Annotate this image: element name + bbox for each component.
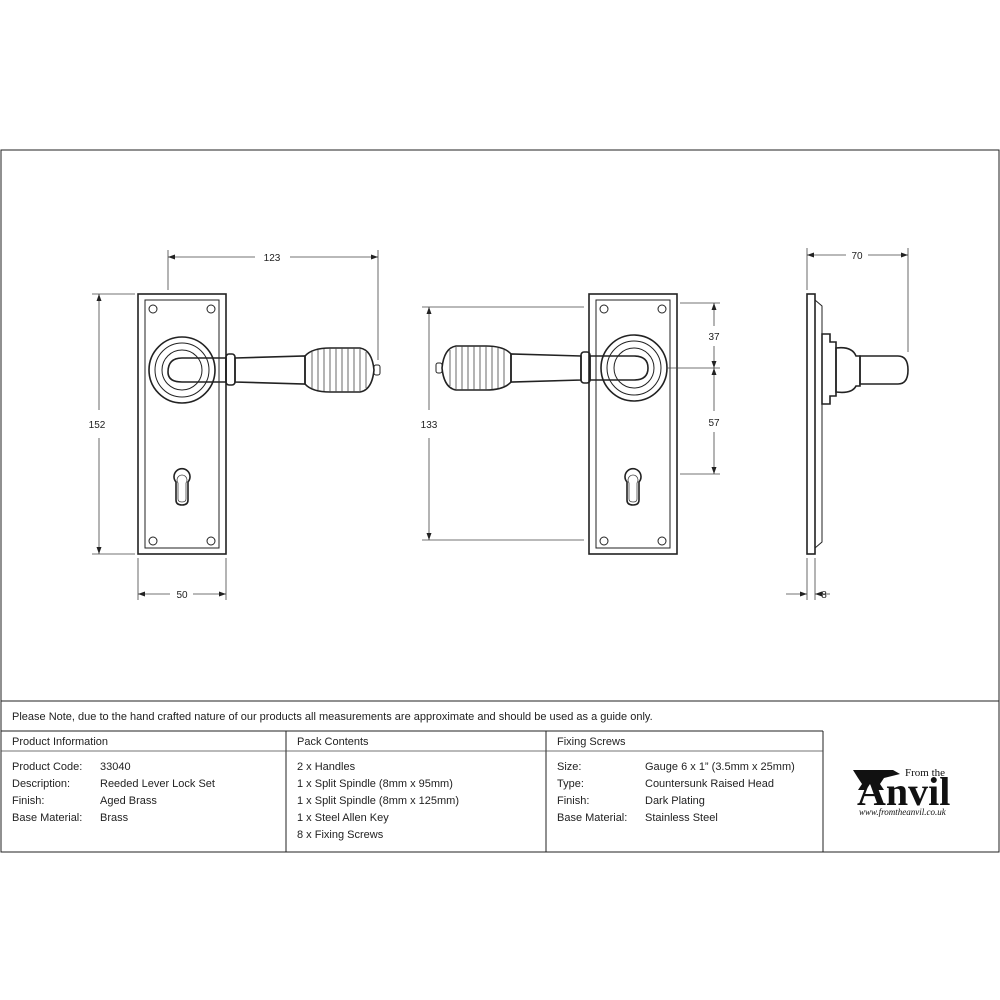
- product-code-value: 33040: [100, 761, 131, 773]
- brand-from-the: From the: [905, 767, 945, 779]
- dim-side-projection: 70: [851, 251, 863, 262]
- lever-tip: [373, 364, 381, 376]
- lever-collar: [225, 353, 236, 386]
- rose-inner: [161, 349, 203, 391]
- backplate-outer: [588, 293, 678, 555]
- rose-mid: [606, 340, 662, 396]
- rose-outer: [600, 334, 668, 402]
- brand-url: www.fromtheanvil.co.uk: [859, 807, 947, 817]
- reeding-lines: [311, 348, 367, 392]
- pack-item: 1 x Steel Allen Key: [297, 812, 389, 824]
- drawing-border: [0, 149, 1000, 853]
- base-material-label: Base Material:: [12, 812, 82, 824]
- screw-material-value: Stainless Steel: [645, 812, 718, 824]
- product-information-table: Product Information Product Code: 33040 …: [12, 736, 215, 824]
- lever-reeded-grip: [304, 347, 375, 393]
- screw-hole: [599, 536, 609, 546]
- dim-front-width-bottom: 50: [176, 590, 188, 601]
- side-view: 70 8: [786, 248, 909, 601]
- disclaimer-note: Please Note, due to the hand crafted nat…: [12, 711, 653, 723]
- fixing-screws-heading: Fixing Screws: [557, 736, 626, 748]
- fixing-screws-table: Fixing Screws Size: Gauge 6 x 1” (3.5mm …: [557, 736, 795, 824]
- lever-neck: [589, 355, 649, 381]
- side-plate-bevel: [814, 299, 823, 549]
- description-value: Reeded Lever Lock Set: [100, 778, 215, 790]
- rose-mid: [154, 342, 210, 398]
- product-code-label: Product Code:: [12, 761, 82, 773]
- screw-hole: [657, 304, 667, 314]
- keyhole: [624, 467, 642, 506]
- anvil-icon: [853, 770, 900, 790]
- lever-reeded-grip: [441, 345, 512, 391]
- lever-shaft: [234, 355, 306, 385]
- pack-item: 2 x Handles: [297, 761, 356, 773]
- screw-size-value: Gauge 6 x 1” (3.5mm x 25mm): [645, 761, 795, 773]
- screw-hole: [657, 536, 667, 546]
- screw-type-label: Type:: [557, 778, 584, 790]
- screw-type-value: Countersunk Raised Head: [645, 778, 774, 790]
- rose-outer: [148, 336, 216, 404]
- screw-finish-label: Finish:: [557, 795, 589, 807]
- lever-tip: [435, 362, 443, 374]
- dim-front-width-top: 123: [264, 253, 281, 264]
- backplate-outer: [137, 293, 227, 555]
- finish-value: Aged Brass: [100, 795, 157, 807]
- dim-mid-height: 133: [421, 420, 438, 431]
- dim-side-thickness: 8: [821, 590, 827, 601]
- product-info-heading: Product Information: [12, 736, 108, 748]
- mirror-view: 133 37 57: [421, 293, 720, 555]
- dim-front-height: 152: [89, 420, 106, 431]
- brand-name: Anvil: [857, 769, 950, 814]
- keyhole: [173, 467, 191, 506]
- dim-mid-lower: 57: [708, 418, 720, 429]
- description-label: Description:: [12, 778, 70, 790]
- pack-contents-table: Pack Contents 2 x Handles 1 x Split Spin…: [297, 736, 459, 841]
- side-rose: [821, 333, 837, 405]
- lever-shaft: [510, 353, 582, 383]
- base-material-value: Brass: [100, 812, 129, 824]
- lever-neck: [167, 357, 227, 383]
- screw-finish-value: Dark Plating: [645, 795, 705, 807]
- brand-logo: From the Anvil www.fromtheanvil.co.uk: [853, 767, 950, 817]
- screw-hole: [148, 536, 158, 546]
- finish-label: Finish:: [12, 795, 44, 807]
- screw-hole: [599, 304, 609, 314]
- pack-item: 1 x Split Spindle (8mm x 95mm): [297, 778, 453, 790]
- screw-hole: [206, 304, 216, 314]
- pack-item: 8 x Fixing Screws: [297, 829, 384, 841]
- front-view: 123 152 50: [89, 250, 381, 601]
- reeding-lines: [449, 346, 505, 390]
- screw-material-label: Base Material:: [557, 812, 627, 824]
- backplate-inner: [595, 299, 671, 549]
- side-plate: [806, 293, 816, 555]
- side-collar: [835, 346, 861, 394]
- screw-hole: [206, 536, 216, 546]
- screw-size-label: Size:: [557, 761, 581, 773]
- pack-item: 1 x Split Spindle (8mm x 125mm): [297, 795, 459, 807]
- dim-mid-upper: 37: [708, 332, 720, 343]
- rose-inner: [613, 347, 655, 389]
- screw-hole: [148, 304, 158, 314]
- backplate-inner: [144, 299, 220, 549]
- side-lever-end: [859, 355, 909, 385]
- pack-contents-heading: Pack Contents: [297, 736, 369, 748]
